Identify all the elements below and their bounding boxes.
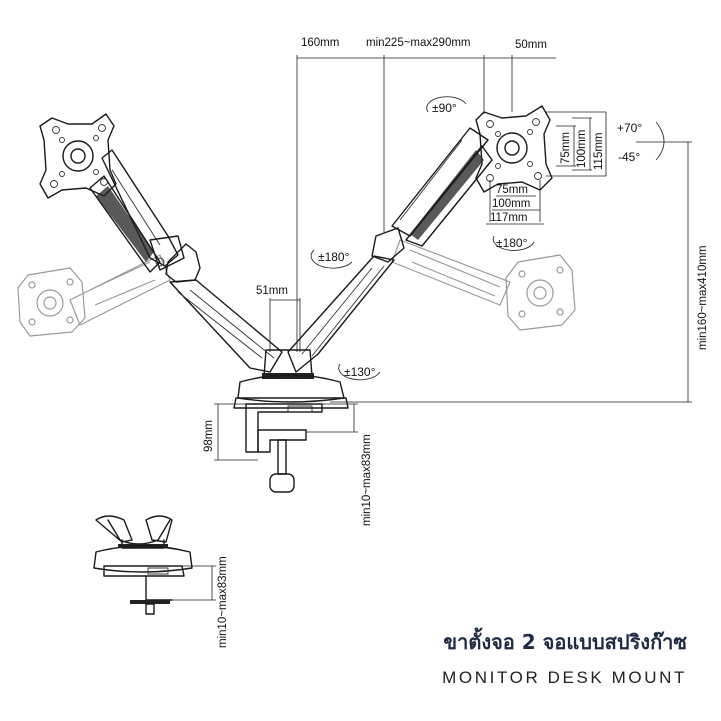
- rot-left: ±180°: [318, 250, 350, 264]
- ghost-left-arm: [69, 254, 171, 326]
- right-vesa-plate: [475, 105, 553, 193]
- rotation-arrows: [310, 96, 665, 381]
- dim-vesa-w-117: 117mm: [490, 212, 528, 224]
- base-hub: [233, 349, 349, 409]
- ghost-left-vesa-plate: [17, 267, 86, 337]
- right-upper-arm: [287, 255, 395, 373]
- dim-vesa-h-115: 115mm: [593, 133, 605, 171]
- product-title-thai: ขาตั้งจอ 2 จอแบบสปริงก๊าซ: [443, 630, 687, 654]
- right-fore-arm: [371, 127, 493, 263]
- dim-vesa-h-100: 100mm: [576, 130, 588, 168]
- rotation-labels: ±90° ±180° ±180° ±130° +70° -45°: [318, 101, 642, 379]
- rot-base: ±130°: [344, 365, 376, 379]
- rot-right: ±180°: [496, 236, 528, 250]
- ghost-right-vesa-plate: [505, 254, 576, 331]
- desk-clamp: [245, 403, 323, 493]
- dimension-lines: [214, 55, 692, 461]
- rot-top: ±90°: [432, 101, 457, 115]
- dim-arm-offset: 160mm: [301, 37, 339, 49]
- dim-pole-width: 51mm: [256, 285, 288, 297]
- dim-height-range: min160~max410mm: [697, 245, 709, 350]
- tilt-down: -45°: [618, 150, 640, 164]
- ghost-right-arm: [391, 239, 511, 306]
- dim-head-offset: 50mm: [515, 39, 547, 51]
- dimension-labels: 160mm min225~max290mm 50mm 75mm 100mm 11…: [203, 37, 709, 526]
- dim-desk-thickness: min10~max83mm: [361, 434, 373, 526]
- dim-vesa-w-75: 75mm: [496, 184, 528, 196]
- dim-clamp-height: 98mm: [203, 420, 215, 452]
- inset-base-detail: min10~max83mm: [93, 515, 229, 648]
- left-upper-arm: [165, 243, 283, 373]
- dim-vesa-h-75: 75mm: [560, 132, 572, 164]
- dim-desk-thickness-inset: min10~max83mm: [217, 556, 229, 648]
- dim-arm-reach: min225~max290mm: [366, 37, 471, 49]
- left-fore-arm: [89, 149, 185, 273]
- tilt-up: +70°: [617, 121, 642, 135]
- dim-vesa-w-100: 100mm: [492, 198, 530, 210]
- product-title-english: MONITOR DESK MOUNT: [442, 668, 687, 687]
